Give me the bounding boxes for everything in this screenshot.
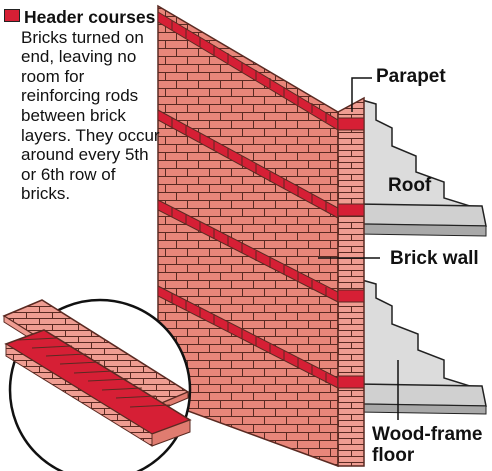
legend-title: Header courses: [24, 7, 156, 27]
floor-structure: [361, 279, 471, 391]
brick-wall-face: [157, 4, 339, 468]
header-course-swatch-icon: [4, 9, 20, 22]
floor-beam: [355, 383, 487, 415]
leader-lines: [318, 77, 399, 420]
parapet-label: Parapet: [376, 66, 446, 87]
parapet-leader: [351, 77, 372, 112]
legend-body: Bricks turned on end, leaving no room fo…: [21, 27, 160, 204]
brick-wall-side: [337, 96, 365, 467]
roof-beam: [355, 203, 487, 237]
brick-wall-label: Brick wall: [390, 248, 479, 269]
roof-label: Roof: [388, 175, 432, 196]
header-courses-legend: Header courses Bricks turned on end, lea…: [4, 7, 164, 204]
inset-circle: [2, 298, 192, 471]
inset-header-bricks: [4, 329, 192, 447]
floor-label: floor: [372, 445, 415, 466]
wood-frame-label: Wood-frame: [372, 424, 483, 445]
